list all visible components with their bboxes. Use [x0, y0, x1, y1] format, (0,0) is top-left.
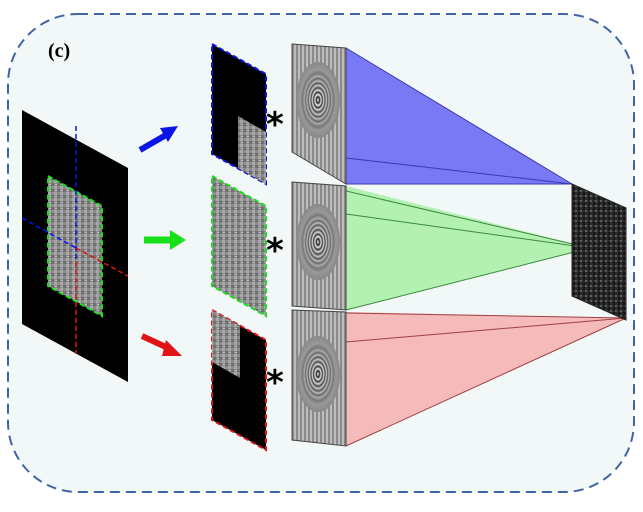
arrow-blue — [138, 126, 178, 153]
subimage-red — [211, 308, 267, 452]
kernel-block-red — [291, 309, 347, 447]
convolution-symbol-blue: * — [266, 105, 284, 145]
arrow-red — [140, 333, 182, 356]
projection-blue — [292, 44, 573, 185]
subimage-blue — [211, 42, 267, 186]
input-image — [21, 110, 129, 382]
projection-red — [291, 311, 627, 447]
kernel-block-blue — [291, 43, 347, 185]
subimage-green — [211, 174, 267, 318]
projection-green — [315, 183, 591, 311]
panel-label: (c) — [48, 40, 71, 62]
convolution-symbol-green: * — [266, 231, 284, 271]
convolution-symbol-red: * — [266, 363, 284, 403]
output-image — [571, 183, 627, 321]
arrow-green — [144, 230, 186, 250]
kernel-block-green — [291, 181, 347, 311]
